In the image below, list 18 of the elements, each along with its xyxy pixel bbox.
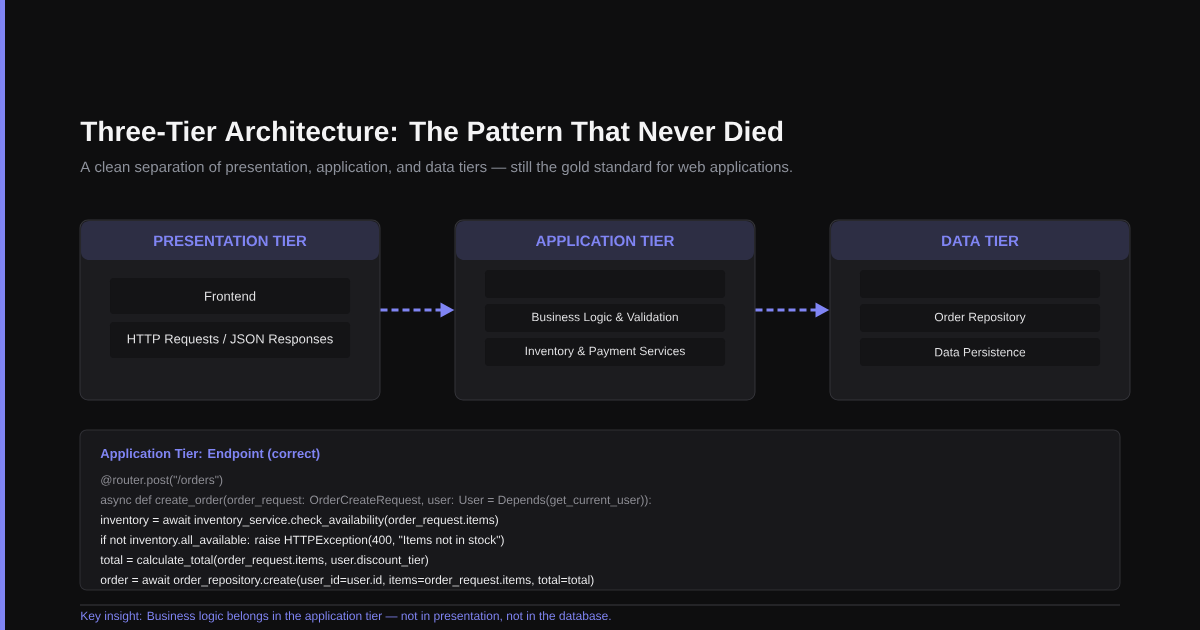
code-line: if not inventory.all_available: raise HTTPException(400, "Items not in stock") <box>101 535 504 547</box>
code-line: @router.post("/orders") <box>101 475 223 487</box>
title: Three-Tier Architecture: The Pattern That Never Died <box>80 120 783 142</box>
component-box: Inventory & Payment Services <box>485 338 725 366</box>
key-insight-note: Key insight: Business logic belongs in the application tier — not in presentation, not in the database. <box>81 611 611 623</box>
code-line: total = calculate_total(order_request.items, user.discount_tier) <box>100 555 428 567</box>
subtitle: A clean separation of presentation, application, and data tiers — still the gold standard for web applications. <box>80 161 792 176</box>
code-line: inventory = await inventory_service.check_availability(order_request.items) <box>101 515 498 527</box>
component-box: Business Logic & Validation <box>485 304 725 332</box>
component-box: Frontend <box>110 278 350 314</box>
component-box: Order Repository <box>860 304 1100 332</box>
panel-header: APPLICATION TIER <box>456 221 754 260</box>
component-box: HTTP Requests / JSON Responses <box>110 322 350 358</box>
code-line: order = await order_repository.create(user_id=user.id, items=order_request.items, total=total) <box>100 575 594 587</box>
component-box: Data Persistence <box>860 338 1100 366</box>
panel-header: DATA TIER <box>831 221 1129 260</box>
code-heading: Application Tier: Endpoint (correct) <box>100 448 320 461</box>
panel-header: PRESENTATION TIER <box>81 221 379 260</box>
